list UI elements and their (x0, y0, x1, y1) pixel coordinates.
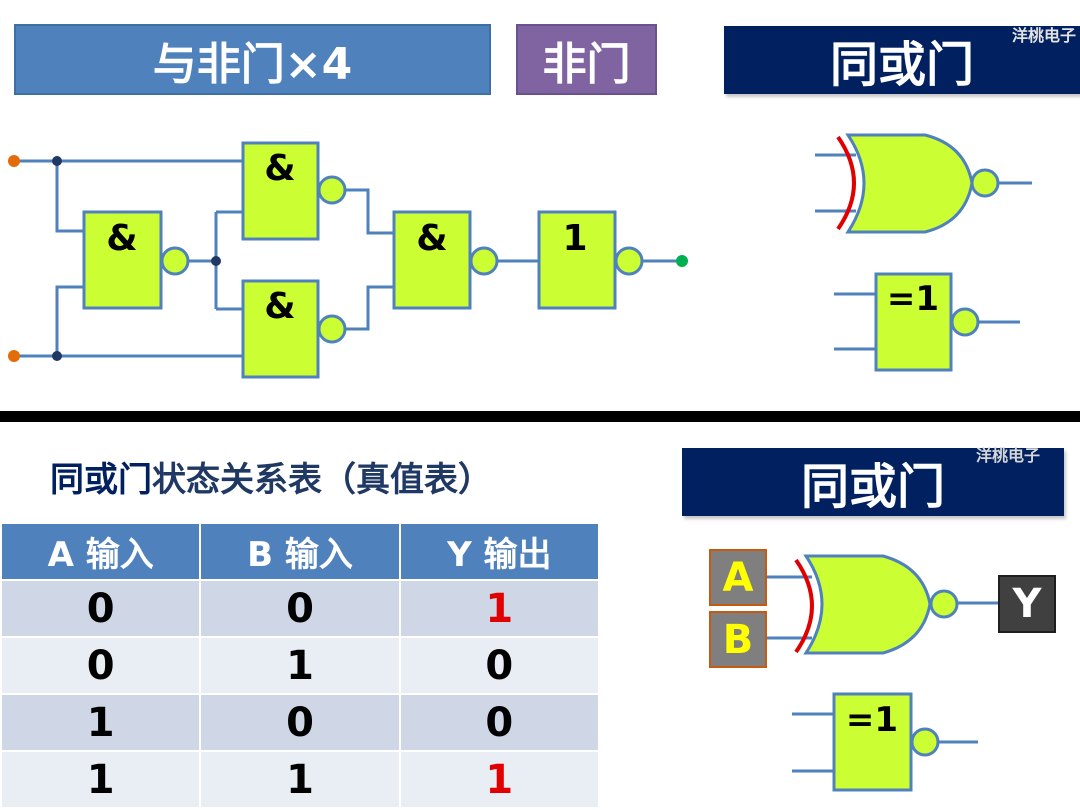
nand-xnor-circuit-diagram: & & & & 1 =1 (8, 133, 1032, 379)
svg-text:&: & (264, 286, 295, 327)
table-row: 0 0 1 (0, 579, 601, 638)
wire-g2-to-g4 (345, 188, 394, 235)
output-y-label: Y (998, 575, 1056, 633)
cell-b: 1 (199, 750, 401, 809)
nand-x4-banner: 与非门×4 (14, 24, 491, 95)
input-b-label: B (709, 611, 767, 668)
nand-gate-4: & (392, 210, 499, 310)
truth-table: A 输入 B 输入 Y 输出 0 0 1 0 1 0 1 0 0 1 1 1 (0, 522, 601, 809)
output-terminal-y (676, 255, 688, 267)
nand-gate-2: & (241, 141, 347, 241)
junction-a (52, 156, 62, 166)
truth-table-title-rest: 状态关系表（真值表） (152, 460, 492, 500)
header-y-output: Y 输出 (398, 522, 601, 581)
not-gate: 1 (537, 210, 644, 310)
truth-table-header-row: A 输入 B 输入 Y 输出 (0, 522, 601, 581)
cell-a: 1 (0, 693, 202, 752)
header-b-input: B 输入 (199, 522, 401, 581)
watermark-bottom: 洋桃电子 (976, 446, 1041, 465)
cell-a: 1 (0, 750, 202, 809)
input-terminal-b (8, 350, 20, 362)
truth-table-title: 同或门状态关系表（真值表） (50, 452, 492, 501)
table-row: 0 1 0 (0, 636, 601, 695)
not-gate-banner: 非门 (516, 24, 657, 95)
xnor-banner-top: 同或门 (724, 26, 1080, 94)
input-terminal-a (8, 155, 20, 167)
svg-text:&: & (264, 148, 295, 189)
cell-y: 1 (398, 750, 601, 809)
xnor-banner-bottom: 同或门 (682, 448, 1064, 516)
cell-b: 0 (199, 693, 401, 752)
header-a-input: A 输入 (0, 522, 202, 581)
svg-text:=1: =1 (846, 700, 898, 740)
section-divider (0, 411, 1080, 422)
xnor-iec-symbol-bottom: =1 (792, 692, 978, 792)
watermark-top: 洋桃电子 (1011, 26, 1076, 45)
svg-text:&: & (416, 218, 447, 259)
cell-y: 0 (398, 693, 601, 752)
cell-y: 1 (398, 579, 601, 638)
svg-text:&: & (106, 218, 137, 259)
table-row: 1 1 1 (0, 750, 601, 809)
wire-g3-to-g4 (345, 285, 394, 331)
cell-b: 1 (199, 636, 401, 695)
cell-a: 0 (0, 636, 202, 695)
wire-b-to-g1 (55, 285, 84, 356)
cell-b: 0 (199, 579, 401, 638)
nand-gate-3: & (241, 279, 347, 379)
nand-gate-1: & (82, 210, 190, 310)
input-a-label: A (709, 549, 767, 606)
xnor-ansi-symbol-top (815, 133, 1032, 234)
xnor-ansi-symbol-bottom (767, 554, 998, 655)
wire-a-to-g1 (55, 161, 84, 233)
cell-y: 0 (398, 636, 601, 695)
junction-g1 (211, 256, 221, 266)
junction-b (52, 351, 62, 361)
truth-table-title-gate: 同或门 (50, 460, 152, 500)
svg-text:=1: =1 (887, 279, 939, 319)
svg-text:1: 1 (562, 218, 587, 259)
cell-a: 0 (0, 579, 202, 638)
xnor-iec-symbol-top: =1 (834, 272, 1020, 372)
table-row: 1 0 0 (0, 693, 601, 752)
